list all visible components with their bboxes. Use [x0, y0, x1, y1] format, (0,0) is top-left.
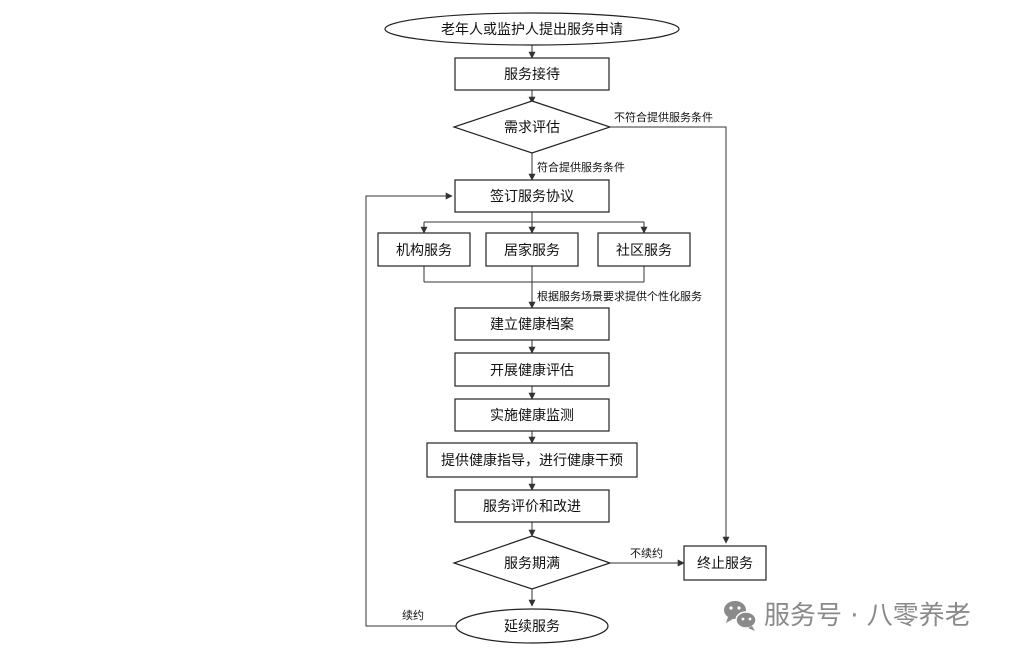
node-renew-label: 延续服务 [504, 618, 560, 635]
node-reception-label: 服务接待 [504, 66, 560, 83]
node-assess-label: 需求评估 [504, 120, 560, 136]
edge-label-no-renew: 不续约 [630, 546, 663, 560]
watermark: 服务号 · 八零养老 [724, 601, 971, 631]
node-health-assess: 开展健康评估 [454, 352, 610, 387]
process-box [454, 57, 610, 91]
node-community-label: 社区服务 [616, 243, 672, 259]
process-box [377, 232, 471, 267]
process-box [454, 489, 610, 523]
terminal-ellipse [384, 12, 680, 46]
node-apply: 老年人或监护人提出服务申请 [384, 12, 680, 46]
connectors [365, 45, 730, 627]
decision-diamond [452, 100, 612, 154]
node-community: 社区服务 [597, 232, 691, 267]
decision-diamond [452, 535, 612, 590]
edge-label-personalized: 根据服务场景要求提供个性化服务 [537, 289, 702, 303]
edge-label-renew: 续约 [402, 608, 424, 622]
process-box [597, 232, 691, 267]
process-box [454, 352, 610, 387]
node-institution-label: 机构服务 [396, 243, 452, 259]
node-institution: 机构服务 [377, 232, 471, 267]
process-box [683, 545, 767, 581]
node-home: 居家服务 [485, 232, 579, 267]
node-terminate-label: 终止服务 [697, 556, 753, 572]
node-evaluate: 服务评价和改进 [454, 489, 610, 523]
watermark-text: 服务号 · 八零养老 [764, 601, 971, 631]
node-home-label: 居家服务 [504, 242, 560, 259]
process-box [454, 398, 610, 432]
node-guidance: 提供健康指导，进行健康干预 [426, 442, 638, 478]
process-box [454, 307, 610, 341]
edge-label-eligible: 符合提供服务条件 [537, 160, 625, 174]
node-terminate: 终止服务 [683, 545, 767, 581]
node-agreement: 签订服务协议 [454, 179, 610, 213]
node-apply-label: 老年人或监护人提出服务申请 [441, 22, 623, 38]
node-guidance-label: 提供健康指导，进行健康干预 [441, 452, 623, 469]
node-renew: 延续服务 [455, 608, 609, 644]
wechat-icon [724, 601, 757, 631]
edge-assess-terminate [610, 126, 730, 544]
node-reception: 服务接待 [454, 57, 610, 91]
edge-label-not-eligible: 不符合提供服务条件 [614, 110, 713, 124]
node-assess: 需求评估 [452, 100, 612, 154]
node-archive: 建立健康档案 [454, 307, 610, 341]
node-monitor-label: 实施健康监测 [490, 407, 574, 424]
node-monitor: 实施健康监测 [454, 398, 610, 432]
process-box [426, 442, 638, 478]
node-evaluate-label: 服务评价和改进 [483, 499, 581, 515]
terminal-ellipse [455, 608, 609, 644]
node-expire-label: 服务期满 [504, 556, 560, 572]
edge-renew-agreement [365, 192, 456, 627]
process-box [485, 232, 579, 267]
node-archive-label: 建立健康档案 [490, 316, 574, 333]
node-agreement-label: 签订服务协议 [490, 188, 574, 205]
node-expire: 服务期满 [452, 535, 612, 590]
process-box [454, 179, 610, 213]
node-health-assess-label: 开展健康评估 [490, 362, 574, 379]
